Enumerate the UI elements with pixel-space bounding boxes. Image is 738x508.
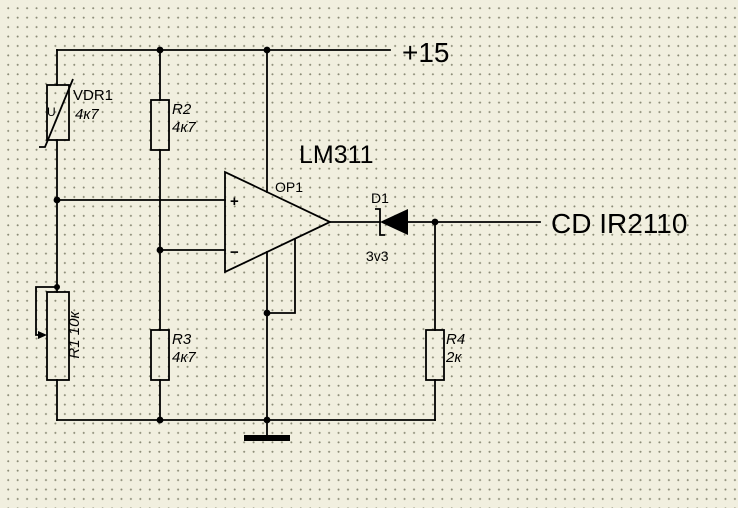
varistor-vdr1[interactable]: U VDR1 4к7 <box>39 78 113 148</box>
junction-dot <box>156 416 164 424</box>
varistor-u-letter: U <box>47 105 56 119</box>
opamp-op1[interactable]: + − OP1 LM311 <box>224 141 374 274</box>
potentiometer-wiper-arrow <box>38 331 47 339</box>
potentiometer-r1[interactable]: R1 10к <box>35 286 83 381</box>
r2-ref-label: R2 <box>172 101 192 118</box>
resistor-r2[interactable]: R2 4к7 <box>150 99 196 151</box>
r4-value-label: 2к <box>445 349 462 366</box>
resistor-body <box>150 329 170 381</box>
junction-dot <box>263 309 271 317</box>
r3-value-label: 4к7 <box>172 349 196 366</box>
r4-ref-label: R4 <box>446 331 465 348</box>
d1-value-label: 3v3 <box>366 248 389 264</box>
zener-diode-d1[interactable]: D1 3v3 <box>366 190 408 264</box>
junction-dot <box>263 46 271 54</box>
varistor-diagonal-stroke <box>39 78 74 148</box>
opamp-plus-pin-label: + <box>230 193 239 210</box>
junction-dot <box>156 46 164 54</box>
wire-opamp-gnd-pin <box>266 238 296 314</box>
vdr1-value-label: 4к7 <box>75 106 99 123</box>
opamp-minus-pin-label: − <box>230 244 239 261</box>
junction-dot <box>156 246 164 254</box>
power-rail-label: +15 <box>402 37 450 68</box>
ground-symbol <box>244 419 290 441</box>
resistor-body <box>150 99 170 151</box>
resistor-r4[interactable]: R4 2к <box>425 329 465 381</box>
r1-label: R1 10к <box>66 311 83 359</box>
resistor-r3[interactable]: R3 4к7 <box>150 329 196 381</box>
junction-dot <box>53 196 61 204</box>
varistor-body <box>46 84 70 141</box>
vdr1-ref-label: VDR1 <box>73 87 113 104</box>
potentiometer-body <box>46 291 70 381</box>
junction-dot <box>431 218 439 226</box>
opamp-part-label: LM311 <box>299 141 374 169</box>
opamp-ref-label: OP1 <box>275 179 303 195</box>
output-net-label: CD IR2110 <box>551 208 687 239</box>
r3-ref-label: R3 <box>172 331 192 348</box>
r2-value-label: 4к7 <box>172 119 196 136</box>
d1-ref-label: D1 <box>371 190 389 206</box>
diode-triangle <box>380 209 408 235</box>
potentiometer-wiper-wire <box>35 286 58 336</box>
resistor-body <box>425 329 445 381</box>
opamp-triangle <box>224 170 333 274</box>
